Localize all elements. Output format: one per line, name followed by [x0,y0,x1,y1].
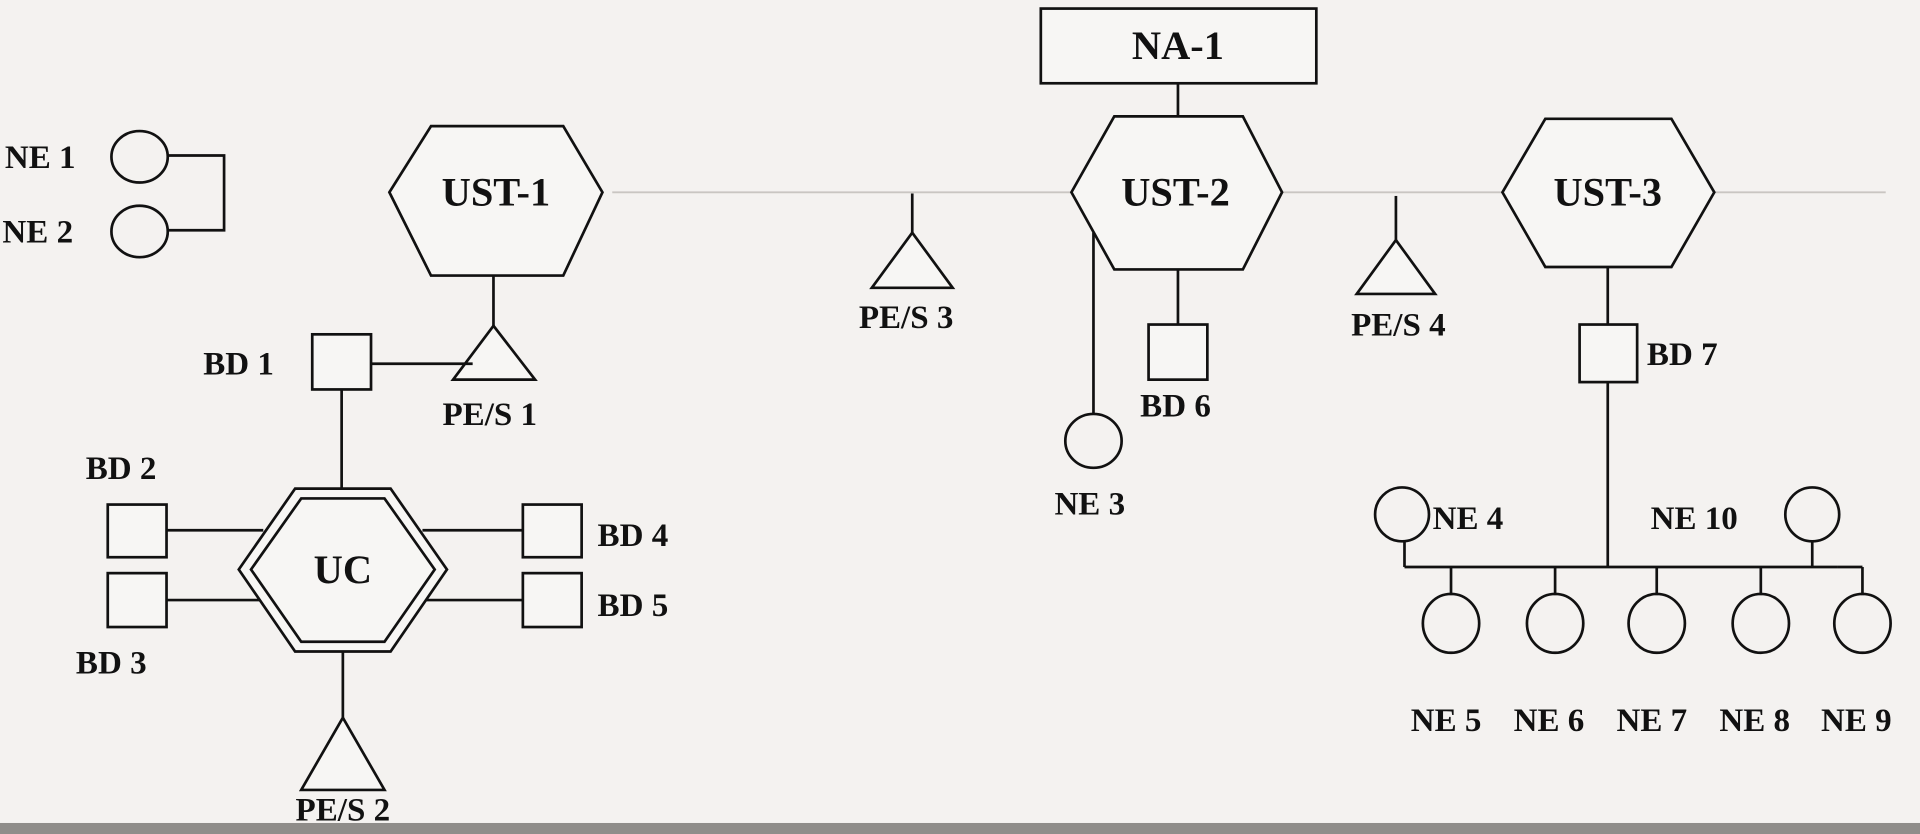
bd-5-label: BD 5 [598,588,669,624]
pes-4-group: PE/S 4 [1351,195,1446,344]
bottom-border [0,822,1920,834]
pes-3-node [869,230,956,290]
bd-6-node [1147,323,1209,381]
pes-4-node [1354,237,1438,296]
ne-10-label: NE 10 [1651,501,1738,537]
ust-1-cluster: UST-1 PE/S 1 BD 1 UC BD 2 BD 3 BD 4 BD 5… [76,124,669,829]
ne-8-node [1731,592,1791,655]
pes-3-label: PE/S 3 [859,300,954,336]
ust-2-cluster: NA-1 UST-2 NE 3 BD 6 [1039,7,1318,522]
ne-1-label: NE 1 [5,140,76,176]
bd-3-node [106,571,168,629]
pes-2-label: PE/S 2 [296,793,391,829]
ne-4-label: NE 4 [1433,501,1504,537]
ne-6-node [1525,592,1585,655]
bd-4-label: BD 4 [598,518,669,554]
ust-3-cluster: UST-3 BD 7 NE 4 NE 10 NE 5 NE 6 NE 7 NE … [1373,117,1892,739]
bd-1-node [310,332,373,391]
bd-7-label: BD 7 [1647,337,1718,373]
ust-2-node [1069,114,1284,271]
ne-8-label: NE 8 [1719,703,1790,739]
bd-4-node [521,503,583,559]
ne-7-label: NE 7 [1616,703,1687,739]
ne-9-label: NE 9 [1821,703,1892,739]
na-1-label: NA-1 [1132,23,1224,68]
ne-10-node [1783,486,1841,543]
pes-2-node [298,714,387,792]
pes-1-label: PE/S 1 [443,397,538,433]
bd-5-node [521,571,583,629]
ne-9-node [1832,592,1892,655]
bd-1-label: BD 1 [203,347,274,383]
ne1-ne2-link [167,154,226,232]
uc-label: UC [314,547,372,592]
ust-1-label: UST-1 [442,170,551,215]
ne-6-label: NE 6 [1514,703,1585,739]
ne-4-node [1373,486,1431,543]
ust-1-node [387,124,604,277]
na-1-node [1039,7,1318,85]
ne-3-label: NE 3 [1054,486,1125,522]
uc-node-inner [249,497,437,644]
bd-3-label: BD 3 [76,646,147,682]
pes-4-label: PE/S 4 [1351,308,1446,344]
ne-3-node [1063,412,1123,470]
uc-node-outer [237,487,449,653]
ust-2-label: UST-2 [1121,170,1230,215]
ne-7-node [1627,592,1687,655]
bd-2-label: BD 2 [86,451,157,487]
ne-5-label: NE 5 [1411,703,1482,739]
pes-3-group: PE/S 3 [859,193,956,336]
pes-1-node [450,323,538,381]
ne-5-node [1421,592,1481,655]
ne-2-label: NE 2 [2,214,73,250]
bd-6-label: BD 6 [1140,388,1211,424]
bd-7-node [1578,323,1639,384]
ust-3-label: UST-3 [1553,170,1662,215]
ust-3-node [1500,117,1716,269]
bd-2-node [106,503,168,559]
ne1-ne2-group: NE 1 NE 2 [2,129,226,259]
